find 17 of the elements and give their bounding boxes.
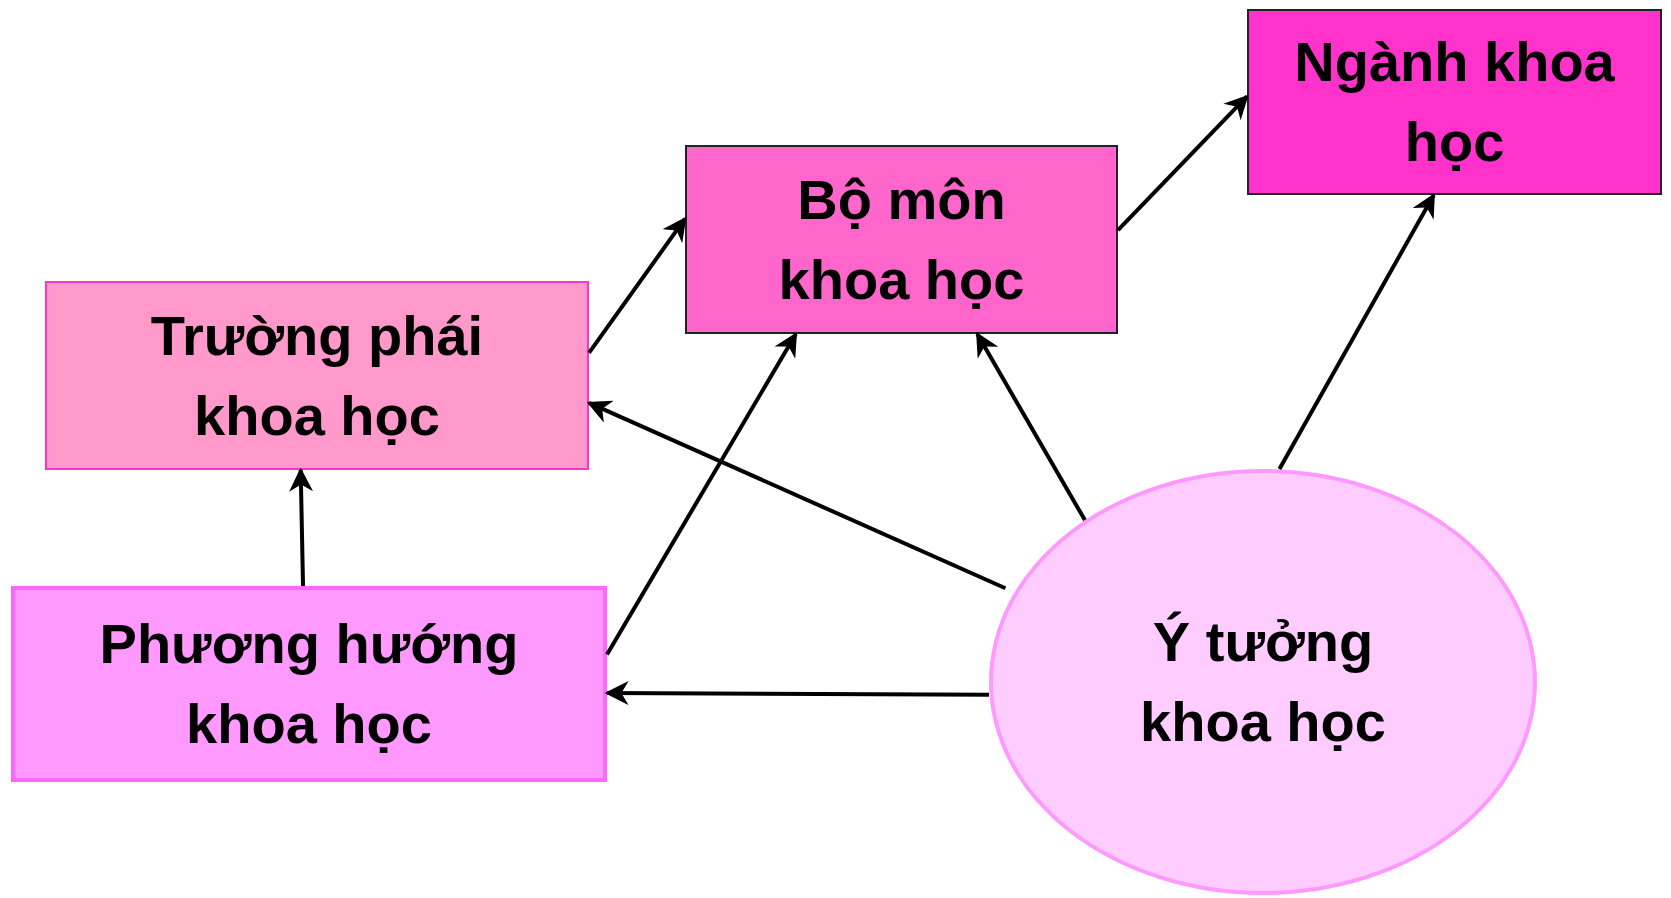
- node-label: Bộ môn khoa học: [777, 166, 1026, 313]
- arrow: [289, 467, 314, 587]
- process-box: [11, 586, 607, 782]
- process-box: [685, 145, 1118, 334]
- arrow: [1277, 192, 1436, 470]
- process-box: [1247, 9, 1662, 195]
- node-label: Ý tưởng khoa học: [1139, 609, 1387, 755]
- node-label: Trường phái khoa học: [149, 302, 485, 449]
- arrow: [1116, 94, 1249, 232]
- arrow: [586, 400, 1007, 591]
- arrow: [975, 331, 1087, 522]
- node-label: Phương hướng khoa học: [98, 611, 520, 757]
- node-label: Ngành khoa học: [1293, 29, 1616, 175]
- arrow: [604, 681, 989, 706]
- arrow: [605, 331, 798, 656]
- arrow: [587, 216, 687, 354]
- process-box: [45, 281, 589, 470]
